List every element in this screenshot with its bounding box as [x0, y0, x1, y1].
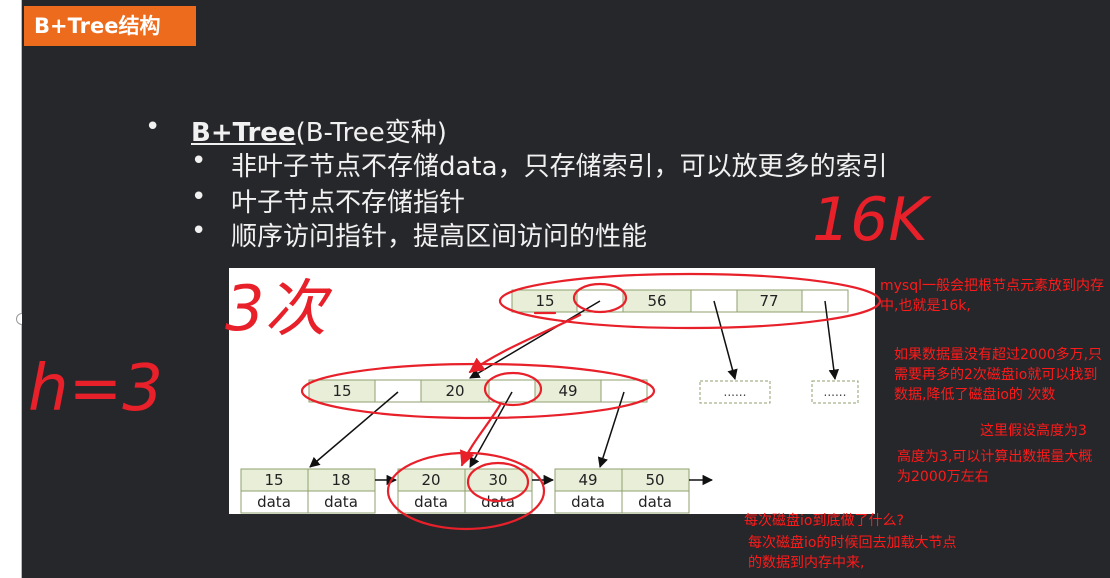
- key-circle: [466, 461, 530, 503]
- leaf-key: 30: [488, 471, 507, 489]
- handwritten-times: 3次: [225, 272, 332, 345]
- leaf-data: data: [257, 493, 291, 511]
- slide-title: B+Tree结构: [24, 6, 196, 46]
- placeholder-node: [811, 380, 859, 404]
- red-arrow: [460, 403, 502, 467]
- leaf-node: 15 18 data data: [240, 468, 376, 514]
- height-assumption: 这里假设高度为3: [980, 423, 1087, 439]
- io-answer: 每次磁盘io的时候回去加载大节点的数据到内存中来,: [748, 535, 957, 571]
- pointer-arrow: [597, 391, 625, 469]
- leaf-key: 50: [645, 471, 664, 489]
- leaf-key: 15: [264, 471, 283, 489]
- internal-pointer-cell: [600, 379, 648, 403]
- bullet-marker: •: [191, 146, 207, 176]
- bullet-marker: •: [145, 112, 161, 142]
- io-question: 每次磁盘io到底做了什么?: [744, 513, 904, 529]
- root-circle: [498, 272, 882, 330]
- bullet-item-text: 叶子节点不存储指针: [231, 188, 466, 218]
- bullet-item-text: 非叶子节点不存储data，只存储索引，可以放更多的索引: [231, 152, 888, 182]
- bullet-item-text: 顺序访问指针，提高区间访问的性能: [231, 222, 648, 252]
- bullet-marker: •: [191, 216, 207, 246]
- leaf-node: 49 50 data data: [554, 468, 690, 514]
- red-ink-marks: [300, 272, 882, 531]
- leaf-data: data: [324, 493, 358, 511]
- leaf-key: 49: [578, 471, 597, 489]
- leaf-data: data: [571, 493, 605, 511]
- placeholder-label: ......: [824, 385, 847, 399]
- pointer-arrow: [824, 300, 840, 381]
- internal-pointer-cell: [488, 379, 536, 403]
- leaf-data: data: [638, 493, 672, 511]
- bullet-main-strong: B+Tree: [191, 118, 296, 148]
- bullet-marker: •: [191, 182, 207, 212]
- root-note: mysql一般会把根节点元素放到内存中,也就是16k,: [880, 278, 1104, 314]
- pointer-circle: [572, 282, 628, 314]
- root-node: 15 56 77: [511, 289, 849, 313]
- pointer-arrow: [309, 391, 399, 468]
- internal-node: 15 20 49: [308, 379, 648, 403]
- internal-key: 20: [445, 382, 464, 400]
- placeholder-node: [699, 380, 771, 404]
- height-calc: 高度为3,可以计算出数据量大概为2000万左右: [897, 449, 1093, 485]
- root-key: 77: [759, 292, 778, 310]
- leaf-key: 20: [421, 471, 440, 489]
- pointer-arrow: [713, 300, 738, 381]
- internal-key: 49: [558, 382, 577, 400]
- leaf-key: 18: [331, 471, 350, 489]
- bullet-main-rest: (B-Tree变种): [295, 118, 447, 148]
- capacity-note: 如果数据量没有超过2000多万,只需要再多的2次磁盘io就可以找到数据,降低了磁…: [894, 347, 1103, 403]
- root-key: 56: [647, 292, 666, 310]
- root-key: 15: [535, 292, 554, 310]
- handwritten-size: 16K: [812, 185, 932, 255]
- internal-key: 15: [332, 382, 351, 400]
- internal-pointer-cell: [374, 379, 422, 403]
- pointer-circle: [483, 371, 543, 407]
- handwritten-height: h=3: [28, 352, 163, 426]
- leaf-node: 20 30 data data: [397, 468, 533, 514]
- panel-divider: [21, 0, 22, 578]
- placeholder-label: ......: [724, 385, 747, 399]
- red-arrow: [468, 313, 582, 374]
- leaf-data: data: [414, 493, 448, 511]
